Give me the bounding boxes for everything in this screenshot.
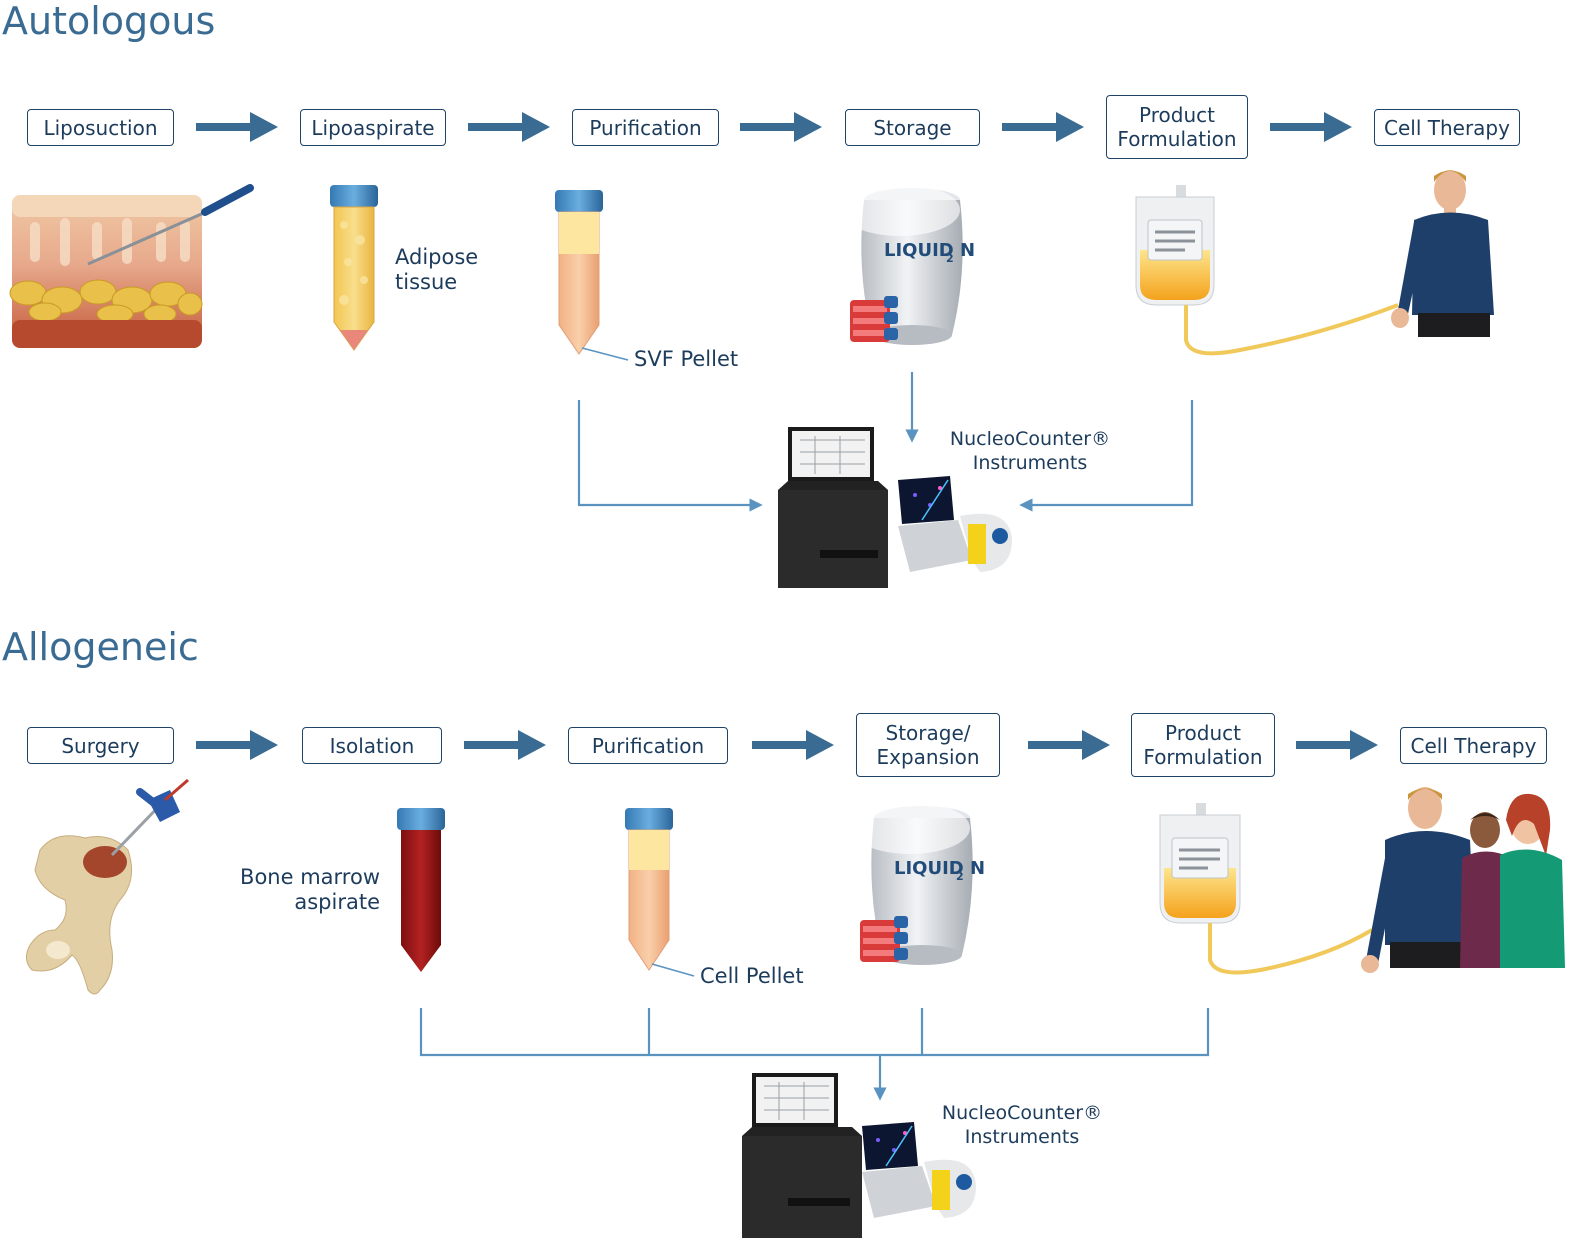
autologous-connectors bbox=[577, 372, 1194, 512]
cell-pellet-tube-illustration bbox=[625, 808, 695, 977]
flow-arrow bbox=[468, 112, 550, 142]
flow-arrow bbox=[1028, 730, 1110, 760]
nucleocounter-instruments-illustration bbox=[742, 1073, 976, 1238]
dewar-label: LIQUID N bbox=[894, 858, 985, 879]
allogeneic-title: Allogeneic bbox=[2, 625, 199, 669]
svg-text:2: 2 bbox=[946, 252, 954, 265]
allogeneic-flow-arrows bbox=[196, 730, 1378, 760]
liquid-nitrogen-dewar-illustration: LIQUID N 2 bbox=[850, 802, 985, 965]
flow-arrow bbox=[1270, 112, 1352, 142]
step-lipoaspirate: Lipoaspirate bbox=[300, 109, 446, 146]
patient-illustration bbox=[1391, 170, 1494, 337]
flow-arrow bbox=[196, 730, 278, 760]
flow-arrow bbox=[752, 730, 834, 760]
step-storage-expansion: Storage/ Expansion bbox=[856, 713, 1000, 777]
autologous-title: Autologous bbox=[2, 0, 216, 43]
step-purification: Purification bbox=[568, 727, 728, 764]
patients-group-illustration bbox=[1361, 787, 1565, 973]
autologous-flow-arrows bbox=[196, 112, 1352, 142]
culture-flasks-illustration bbox=[860, 916, 908, 962]
bone-marrow-aspirate-label: Bone marrow aspirate bbox=[240, 865, 380, 914]
dewar-label: LIQUID N bbox=[884, 240, 975, 261]
flow-arrow bbox=[1002, 112, 1084, 142]
flow-arrow bbox=[196, 112, 278, 142]
liquid-nitrogen-dewar-illustration: LIQUID N 2 bbox=[840, 184, 975, 345]
lipoaspirate-tube-illustration bbox=[330, 185, 378, 351]
nucleocounter-instruments-illustration bbox=[778, 427, 1012, 588]
svf-tube-illustration bbox=[555, 190, 629, 361]
step-product-formulation: Product Formulation bbox=[1131, 713, 1275, 777]
step-cell-therapy: Cell Therapy bbox=[1374, 109, 1520, 146]
flow-arrow bbox=[740, 112, 822, 142]
step-isolation: Isolation bbox=[302, 727, 442, 764]
step-surgery: Surgery bbox=[27, 727, 174, 764]
svg-text:2: 2 bbox=[956, 870, 964, 883]
culture-flasks-illustration bbox=[850, 296, 898, 342]
bone-marrow-tube-illustration bbox=[397, 808, 445, 972]
step-purification: Purification bbox=[572, 109, 719, 146]
instruments-label: NucleoCounter® Instruments bbox=[949, 428, 1111, 474]
step-cell-therapy: Cell Therapy bbox=[1400, 727, 1547, 764]
iv-bag-illustration bbox=[1135, 185, 1399, 356]
instruments-label: NucleoCounter® Instruments bbox=[941, 1102, 1103, 1148]
flow-arrow bbox=[1296, 730, 1378, 760]
svf-pellet-label: SVF Pellet bbox=[634, 347, 739, 371]
hip-bone-illustration bbox=[26, 778, 189, 995]
step-liposuction: Liposuction bbox=[27, 109, 174, 146]
flow-arrow bbox=[464, 730, 546, 760]
step-storage: Storage bbox=[845, 109, 980, 146]
adipose-tissue-label: Adipose tissue bbox=[395, 245, 479, 294]
allogeneic-connectors bbox=[419, 1008, 1210, 1101]
skin-cross-section-illustration bbox=[9, 184, 254, 348]
cell-pellet-label: Cell Pellet bbox=[700, 964, 804, 988]
step-product-formulation: Product Formulation bbox=[1106, 95, 1248, 159]
iv-bag-illustration bbox=[1159, 803, 1374, 975]
